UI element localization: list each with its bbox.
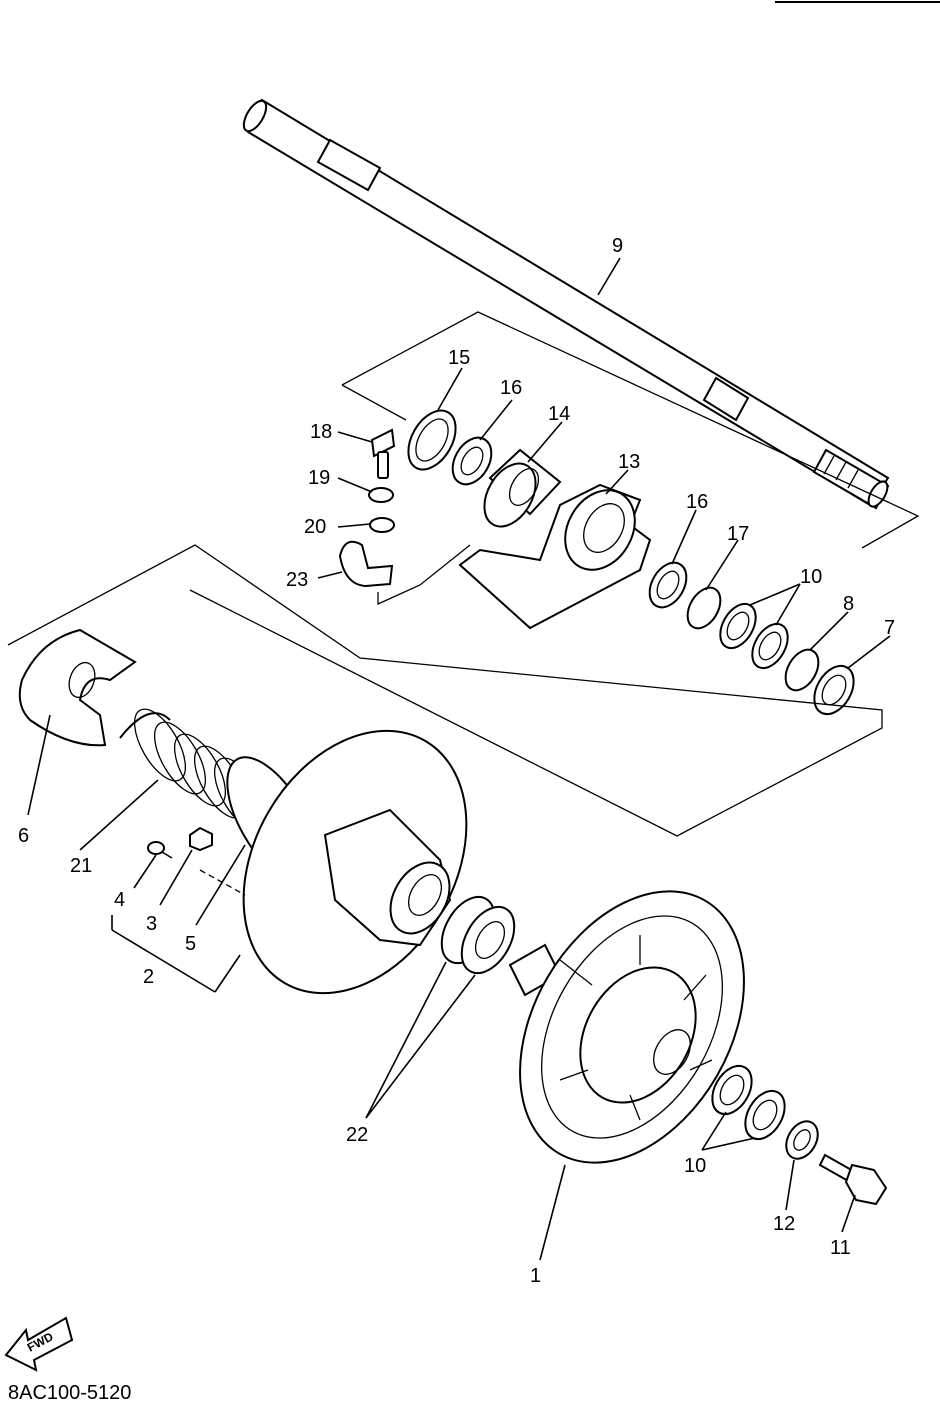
washer-7 [813,664,855,716]
callout-16a: 16 [500,377,522,399]
callout-2: 2 [143,966,154,988]
shim-10b [711,1064,786,1141]
callout-13: 13 [618,451,640,473]
callout-18: 18 [310,421,332,443]
sheave-group-outline [7,544,883,837]
circlip-15 [407,409,457,471]
movable-sheave-5 [226,729,468,995]
nut-20 [369,517,395,533]
callout-15: 15 [448,347,470,369]
screw-4 [147,841,173,859]
callout-5: 5 [185,933,196,955]
callout-10a: 10 [800,566,822,588]
callout-19: 19 [308,467,330,489]
bearing-housing-13 [458,483,652,630]
washer-19 [368,487,394,503]
shaft [242,98,890,510]
callout-20: 20 [304,516,326,538]
part-code: 8AC100-5120 [8,1382,132,1404]
callout-21: 21 [70,855,92,877]
callout-10b: 10 [684,1155,706,1177]
callout-14: 14 [548,403,570,425]
fwd-arrow: FWD [4,1316,74,1372]
callout-6: 6 [18,825,29,847]
bracket-group-outline [341,311,920,549]
washer-16a [451,436,493,486]
bracket-group-outline-lower [377,544,471,606]
callout-22: 22 [346,1124,368,1146]
callout-17: 17 [727,523,749,545]
callout-1: 1 [530,1265,541,1287]
bearing-14 [483,448,562,528]
callout-3: 3 [146,913,157,935]
bushing-22 [440,895,516,975]
circlip-17 [686,586,722,630]
callout-12: 12 [773,1213,795,1235]
washer-16b [648,561,688,609]
washer-12 [785,1120,819,1160]
callout-labels: 9 15 16 14 13 18 19 20 23 16 17 10 8 7 6… [18,235,895,1287]
bolt-18 [370,428,396,479]
slider-3 [189,826,213,852]
callout-23: 23 [286,569,308,591]
clamp-23 [338,540,394,588]
callout-11: 11 [830,1237,851,1259]
callout-4: 4 [114,889,125,911]
bolt-11 [818,1153,888,1206]
callout-8: 8 [843,593,854,615]
circlip-8 [784,648,820,692]
shim-10a [719,602,789,670]
callout-16b: 16 [686,491,708,513]
cam-arm-6 [18,628,137,747]
callout-9: 9 [612,235,623,257]
leader-lines [27,257,891,1261]
callout-7: 7 [884,617,895,639]
fixed-sheave-1 [508,890,745,1164]
